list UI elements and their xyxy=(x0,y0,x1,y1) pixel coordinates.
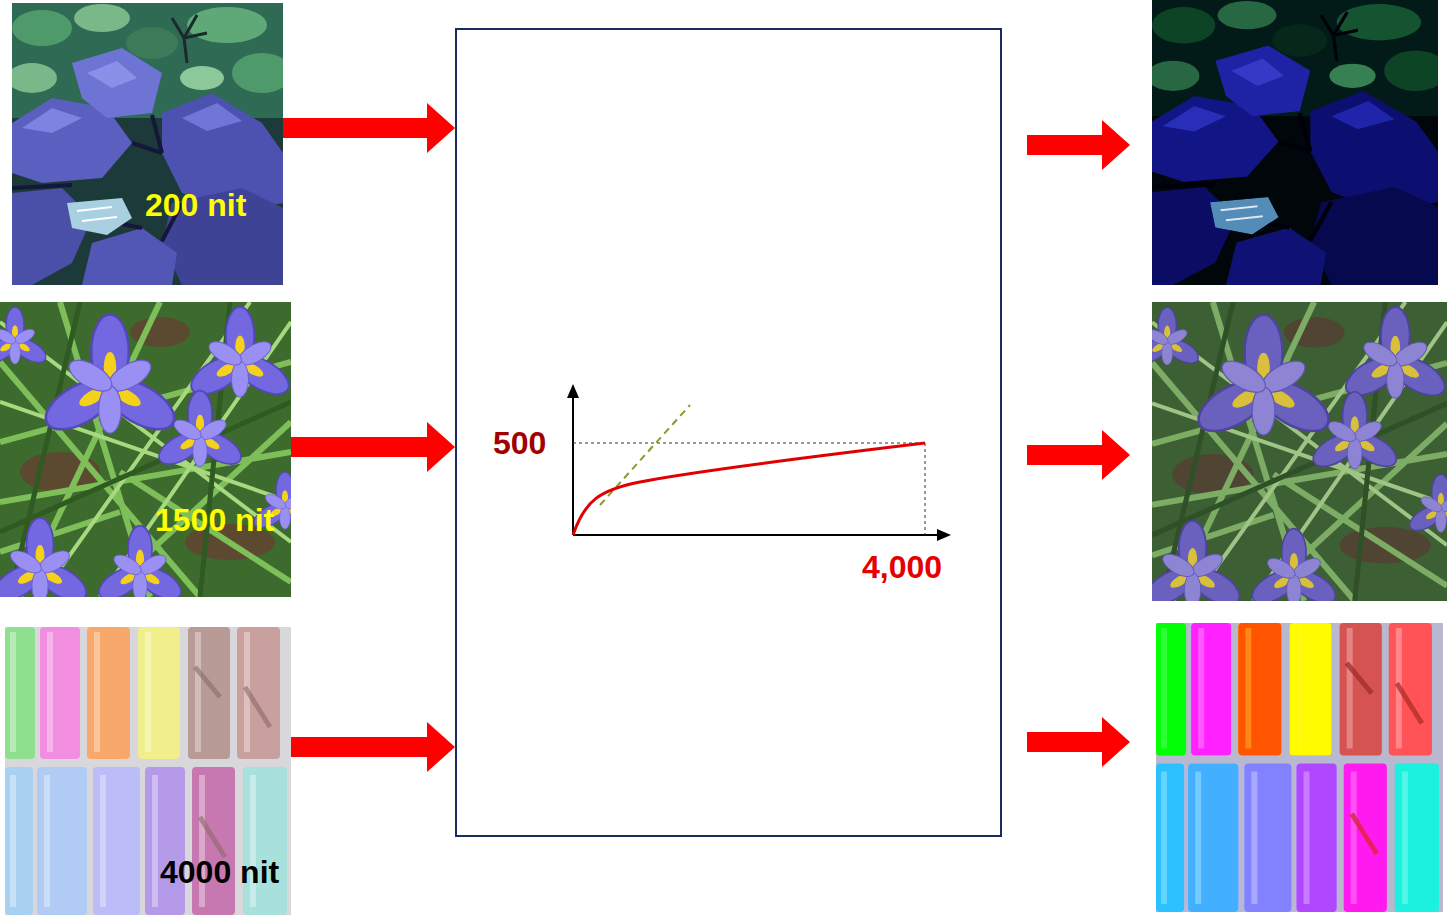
input-image: 1500 nit xyxy=(0,302,291,597)
illustration-part xyxy=(567,384,579,398)
illustration-part xyxy=(573,443,925,444)
input-images xyxy=(0,3,320,915)
flow-arrow xyxy=(291,737,427,757)
illustration-part xyxy=(5,627,291,915)
illustration-part xyxy=(1147,0,1448,285)
illustration-part xyxy=(7,3,292,285)
input-image: 200 nit xyxy=(12,3,283,285)
tone-curve-chart xyxy=(567,384,951,541)
flow-arrow xyxy=(283,118,427,138)
axis-value: 4,000 xyxy=(862,549,942,586)
illustration-part xyxy=(1027,717,1130,767)
illustration-part xyxy=(573,443,925,535)
flow-arrow xyxy=(291,437,427,457)
illustration-part xyxy=(573,534,940,536)
illustration-part xyxy=(925,443,926,535)
luminance-label: 4000 nit xyxy=(160,854,279,891)
illustration-part xyxy=(1027,430,1130,480)
output-images xyxy=(1132,0,1448,912)
illustration-part xyxy=(0,302,320,608)
tone-mapping-box: 500 4,000 xyxy=(455,28,1002,837)
output-arrows xyxy=(1027,120,1130,767)
luminance-label: 200 nit xyxy=(145,187,246,224)
input-image: 4000 nit xyxy=(5,627,291,915)
illustration-part xyxy=(1027,120,1130,170)
axis-value: 500 xyxy=(493,425,546,462)
illustration-part xyxy=(572,395,574,535)
luminance-label: 1500 nit xyxy=(155,502,274,539)
illustration-part xyxy=(1156,623,1443,912)
illustration-part xyxy=(1132,302,1448,612)
illustration-part xyxy=(937,529,951,541)
